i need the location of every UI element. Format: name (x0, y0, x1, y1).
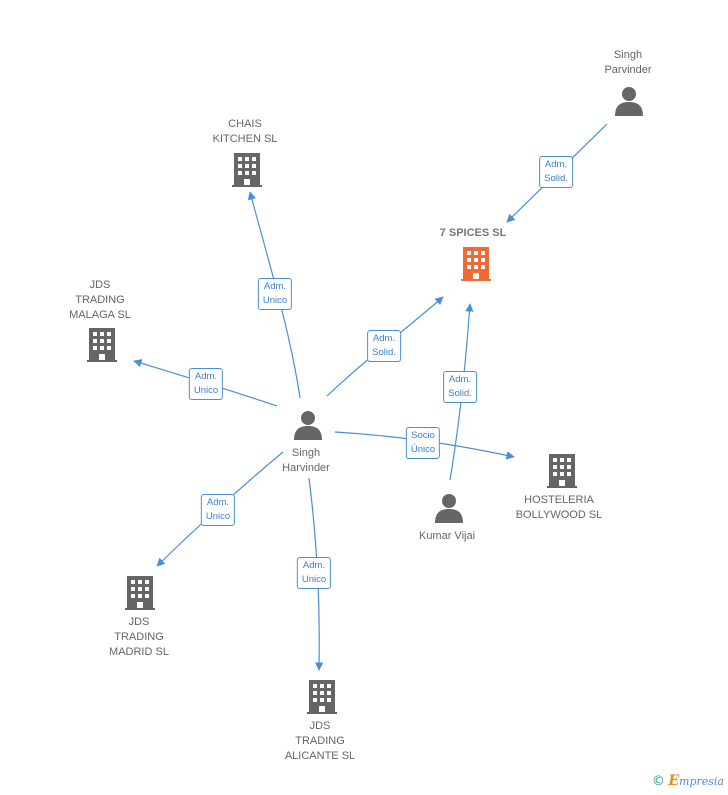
node-label-hosteleria-bollywood[interactable]: HOSTELERIA BOLLYWOOD SL (515, 494, 603, 521)
edge-label: Adm. Solid. (367, 330, 401, 362)
brand-name: mpresia (679, 775, 724, 788)
edge-label: Adm. Solid. (443, 371, 477, 403)
person-icon[interactable] (615, 87, 643, 116)
building-icon[interactable] (87, 328, 117, 362)
edge-label: Adm. Unico (257, 278, 293, 310)
node-label-singh-harvinder[interactable]: Singh Harvinder (282, 447, 330, 474)
building-icon[interactable] (232, 153, 262, 187)
person-icon[interactable] (294, 411, 322, 440)
empresia-watermark: © Empresia (652, 773, 724, 789)
building-icon[interactable] (461, 247, 491, 281)
node-label-jds-alicante[interactable]: JDS TRADING ALICANTE SL (284, 720, 356, 762)
node-label-jds-malaga[interactable]: JDS TRADING MALAGA SL (69, 279, 131, 321)
building-icon[interactable] (547, 454, 577, 488)
edge-label: Adm. Unico (296, 557, 332, 589)
edge-label: Adm. Unico (188, 368, 224, 400)
building-icon[interactable] (125, 576, 155, 610)
person-icon[interactable] (435, 494, 463, 523)
copyright-symbol: © (651, 774, 665, 789)
node-label-7-spices[interactable]: 7 SPICES SL (439, 227, 507, 239)
building-icon[interactable] (307, 680, 337, 714)
node-label-singh-parvinder[interactable]: Singh Parvinder (604, 49, 652, 76)
node-label-chais-kitchen[interactable]: CHAIS KITCHEN SL (212, 118, 278, 145)
node-label-jds-madrid[interactable]: JDS TRADING MADRID SL (109, 616, 169, 658)
edge-label: Adm. Solid. (539, 156, 573, 188)
edge-label: Adm. Unico (200, 494, 236, 526)
edge-label: Socio Único (405, 427, 441, 459)
node-label-kumar-vijai[interactable]: Kumar Vijai (418, 530, 476, 542)
brand-initial: E (668, 773, 680, 789)
